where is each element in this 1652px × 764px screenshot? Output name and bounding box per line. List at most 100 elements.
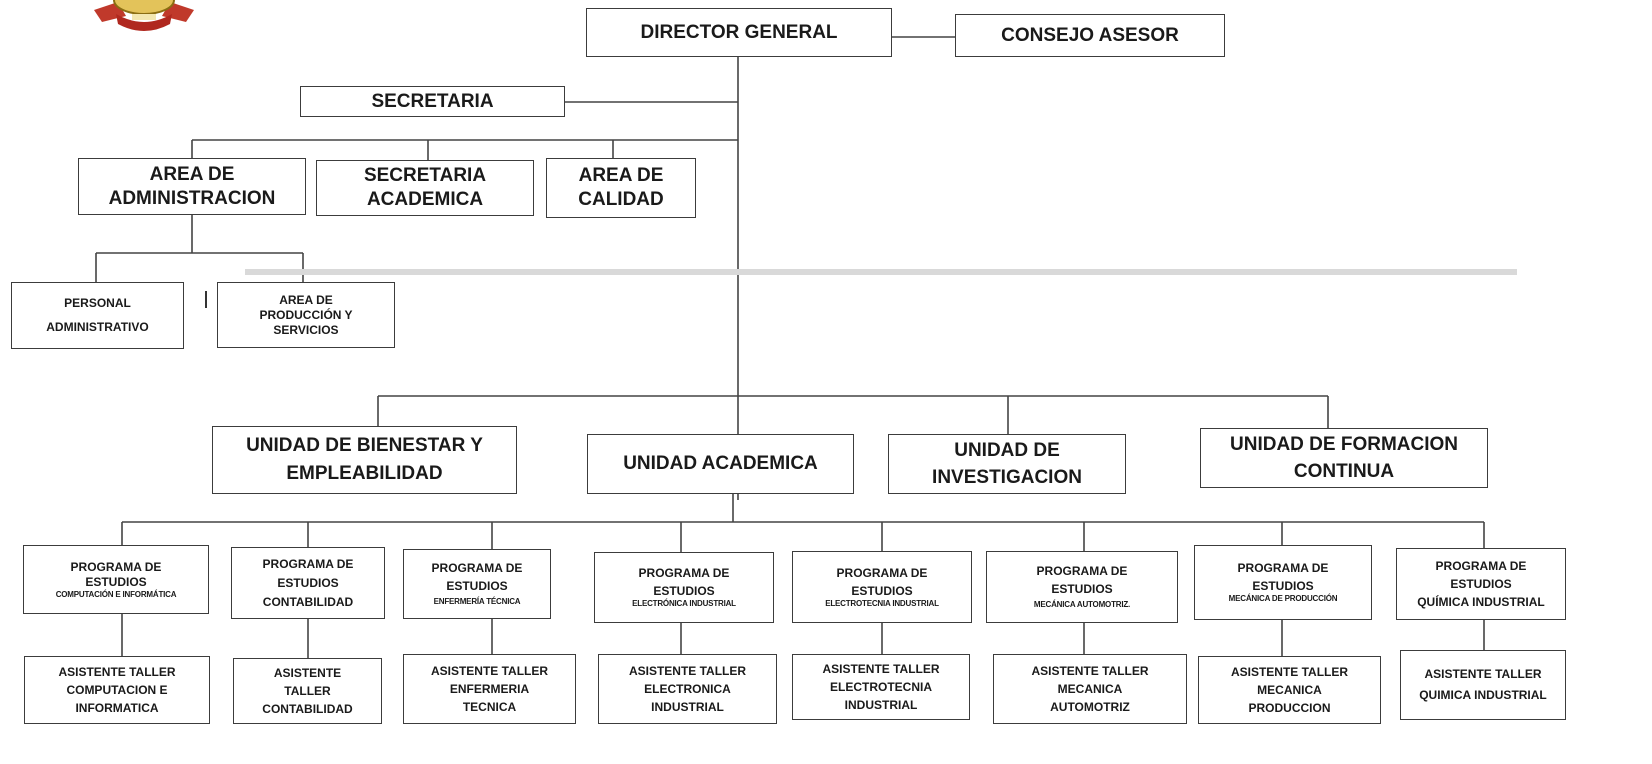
- node-label: ENFERMERIA: [449, 681, 530, 696]
- node-label: PROGRAMA DE: [638, 566, 730, 580]
- node-area-produccion-servicios: AREA DE PRODUCCIÓN Y SERVICIOS: [217, 282, 395, 348]
- node-label: ADMINISTRATIVO: [46, 320, 149, 334]
- node-label: ASISTENTE: [273, 665, 342, 680]
- node-label: UNIDAD DE FORMACION: [1230, 433, 1458, 455]
- node-label: ASISTENTE TALLER: [1031, 663, 1149, 678]
- node-label: PRODUCCIÓN Y: [259, 307, 353, 322]
- node-label: CONSEJO ASESOR: [1001, 24, 1179, 46]
- node-label: PROGRAMA DE: [431, 561, 523, 575]
- node-programa-electrotecnia: PROGRAMA DE ESTUDIOS ELECTROTECNIA INDUS…: [792, 551, 972, 623]
- node-label: PROGRAMA DE: [70, 559, 162, 574]
- node-label: QUÍMICA INDUSTRIAL: [1417, 594, 1545, 609]
- node-programa-computacion: PROGRAMA DE ESTUDIOS COMPUTACIÓN E INFOR…: [23, 545, 209, 614]
- node-label: INVESTIGACION: [932, 466, 1082, 488]
- node-asistente-quimica: ASISTENTE TALLER QUIMICA INDUSTRIAL: [1400, 650, 1566, 720]
- node-label: COMPUTACION E: [66, 682, 168, 697]
- node-secretaria-academica: SECRETARIA ACADEMICA: [316, 160, 534, 216]
- node-label: ESTUDIOS: [851, 583, 913, 598]
- node-unidad-academica: UNIDAD ACADEMICA: [587, 434, 854, 494]
- node-label: COMPUTACIÓN E INFORMÁTICA: [55, 589, 177, 599]
- node-label: INDUSTRIAL: [844, 697, 918, 712]
- node-label: ASISTENTE TALLER: [58, 664, 176, 679]
- node-label: AUTOMOTRIZ: [1050, 699, 1130, 714]
- node-programa-contabilidad: PROGRAMA DE ESTUDIOS CONTABILIDAD: [231, 547, 385, 619]
- node-label: ELECTRONICA: [644, 681, 731, 696]
- node-label: ASISTENTE TALLER: [430, 663, 549, 678]
- node-label: ELECTROTECNIA: [830, 679, 932, 694]
- node-label: MECÁNICA DE PRODUCCIÓN: [1228, 594, 1338, 603]
- gray-separator-band: [245, 269, 1517, 275]
- node-programa-mecanica-produccion: PROGRAMA DE ESTUDIOS MECÁNICA DE PRODUCC…: [1194, 545, 1372, 620]
- node-asistente-enfermeria: ASISTENTE TALLER ENFERMERIA TECNICA: [403, 654, 576, 724]
- node-label: UNIDAD ACADEMICA: [623, 453, 818, 475]
- node-label: ELECTROTECNIA INDUSTRIAL: [825, 598, 939, 608]
- node-asistente-electrotecnia: ASISTENTE TALLER ELECTROTECNIA INDUSTRIA…: [792, 654, 970, 720]
- node-label: CONTABILIDAD: [262, 701, 353, 716]
- institution-logo: [94, 0, 194, 31]
- node-label: ASISTENTE TALLER: [1230, 664, 1349, 679]
- node-label: ESTUDIOS: [85, 574, 147, 589]
- node-label: PROGRAMA DE: [1237, 561, 1329, 575]
- node-area-administracion: AREA DE ADMINISTRACION: [78, 158, 306, 215]
- node-secretaria: SECRETARIA: [300, 86, 565, 117]
- node-label: PROGRAMA DE: [836, 565, 928, 580]
- node-programa-enfermeria: PROGRAMA DE ESTUDIOS ENFERMERÍA TÉCNICA: [403, 549, 551, 619]
- node-label: ASISTENTE TALLER: [1424, 667, 1542, 681]
- node-label: ESTUDIOS: [1252, 579, 1314, 593]
- node-label: DIRECTOR GENERAL: [640, 21, 838, 43]
- node-label: AREA DE: [578, 165, 664, 187]
- small-divider-tick: [205, 291, 207, 308]
- node-label: QUIMICA INDUSTRIAL: [1419, 688, 1547, 702]
- node-unidad-bienestar: UNIDAD DE BIENESTAR Y EMPLEABILIDAD: [212, 426, 517, 494]
- node-label: ELECTRÓNICA INDUSTRIAL: [632, 599, 736, 608]
- node-label: ESTUDIOS: [653, 584, 715, 598]
- node-label: CONTABILIDAD: [262, 594, 354, 609]
- node-label: EMPLEABILIDAD: [286, 463, 443, 484]
- node-programa-mecanica-automotriz: PROGRAMA DE ESTUDIOS MECÁNICA AUTOMOTRIZ…: [986, 551, 1178, 623]
- node-label: UNIDAD DE: [954, 439, 1060, 461]
- node-label: PERSONAL: [64, 296, 131, 310]
- node-label: ENFERMERÍA TÉCNICA: [433, 597, 521, 606]
- node-programa-quimica: PROGRAMA DE ESTUDIOS QUÍMICA INDUSTRIAL: [1396, 548, 1566, 620]
- node-director-general: DIRECTOR GENERAL: [586, 8, 892, 57]
- node-label: MECANICA: [1257, 682, 1322, 697]
- node-label: ESTUDIOS: [277, 575, 339, 590]
- node-label: ADMINISTRACION: [108, 187, 276, 209]
- node-unidad-investigacion: UNIDAD DE INVESTIGACION: [888, 434, 1126, 494]
- node-label: TECNICA: [462, 699, 517, 714]
- node-label: ASISTENTE TALLER: [628, 663, 747, 678]
- node-label: UNIDAD DE BIENESTAR Y: [246, 435, 483, 457]
- node-label: INFORMATICA: [75, 700, 159, 715]
- node-personal-administrativo: PERSONAL ADMINISTRATIVO: [11, 282, 184, 349]
- node-label: ACADEMICA: [366, 189, 484, 210]
- node-label: SECRETARIA: [371, 90, 494, 112]
- node-programa-electronica: PROGRAMA DE ESTUDIOS ELECTRÓNICA INDUSTR…: [594, 552, 774, 623]
- node-unidad-formacion-continua: UNIDAD DE FORMACION CONTINUA: [1200, 428, 1488, 488]
- node-label: ESTUDIOS: [446, 579, 508, 593]
- node-label: TALLER: [284, 683, 331, 698]
- node-label: MECANICA: [1057, 681, 1123, 696]
- node-label: INDUSTRIAL: [651, 699, 724, 714]
- node-asistente-mecanica-automotriz: ASISTENTE TALLER MECANICA AUTOMOTRIZ: [993, 654, 1187, 724]
- node-consejo-asesor: CONSEJO ASESOR: [955, 14, 1225, 57]
- node-label: SECRETARIA: [363, 165, 487, 187]
- node-area-calidad: AREA DE CALIDAD: [546, 158, 696, 218]
- node-asistente-mecanica-produccion: ASISTENTE TALLER MECANICA PRODUCCION: [1198, 656, 1381, 724]
- node-asistente-contabilidad: ASISTENTE TALLER CONTABILIDAD: [233, 658, 382, 724]
- node-label: PROGRAMA DE: [1036, 564, 1128, 578]
- node-label: ASISTENTE TALLER: [822, 661, 940, 676]
- node-label: ESTUDIOS: [1051, 582, 1113, 596]
- node-label: SERVICIOS: [273, 322, 339, 337]
- node-label: CONTINUA: [1293, 460, 1395, 482]
- node-asistente-electronica: ASISTENTE TALLER ELECTRONICA INDUSTRIAL: [598, 654, 777, 724]
- node-label: PRODUCCION: [1248, 700, 1331, 715]
- node-asistente-computacion: ASISTENTE TALLER COMPUTACION E INFORMATI…: [24, 656, 210, 724]
- node-label: ESTUDIOS: [1450, 576, 1512, 591]
- node-label: PROGRAMA DE: [1435, 558, 1527, 573]
- node-label: MECÁNICA AUTOMOTRIZ.: [1033, 600, 1131, 609]
- node-label: AREA DE: [149, 163, 235, 185]
- node-label: PROGRAMA DE: [262, 556, 354, 571]
- node-label: CALIDAD: [578, 189, 664, 210]
- node-label: AREA DE: [279, 292, 333, 307]
